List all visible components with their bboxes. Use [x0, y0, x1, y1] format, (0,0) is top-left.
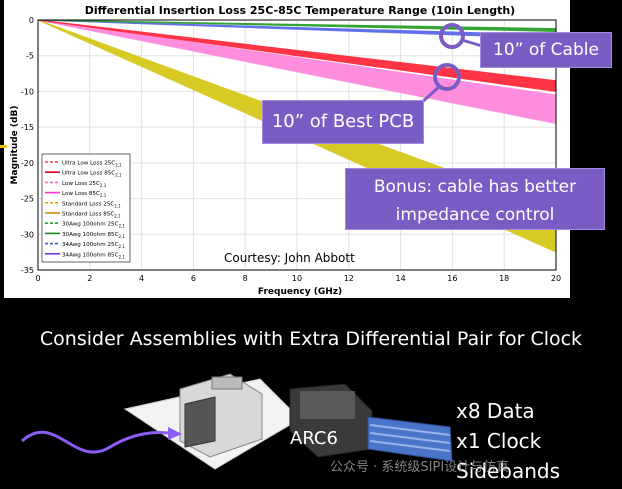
y-tick-label: -10 [21, 87, 34, 96]
legend-label: Ultra Low Loss 25C2,1 [62, 161, 122, 168]
pcb-callout: 10” of Best PCB [262, 100, 424, 144]
legend-label-subscript: 2,1 [115, 163, 122, 168]
legend-label-subscript: 2,1 [100, 193, 107, 198]
axes [37, 19, 557, 271]
y-tick-label: -25 [21, 195, 34, 204]
x-tick-label: 2 [87, 274, 92, 283]
legend-label-subscript: 2,1 [114, 214, 121, 219]
y-tick-label: -35 [21, 266, 34, 275]
signal-list-item: x1 Clock [456, 429, 542, 453]
connector-latch [211, 376, 243, 390]
bonus-callout: Bonus: cable has better impedance contro… [345, 168, 605, 230]
x-tick-label: 20 [551, 274, 561, 283]
signal-arrowhead-icon [168, 427, 182, 440]
left-edge-mark [0, 145, 6, 160]
x-tick-label: 6 [191, 274, 196, 283]
signal-list: x8 Data x1 Clock Sidebands [456, 396, 560, 486]
cable-callout-text: 10” of Cable [493, 40, 599, 60]
legend-label: Low Loss 25C2,1 [62, 181, 107, 188]
legend-label: 34Awg 100ohm 25C2,1 [62, 242, 125, 249]
x-tick-label: 14 [396, 274, 406, 283]
x-tick-label: 16 [447, 274, 457, 283]
x-tick-label: 12 [344, 274, 354, 283]
plot-frame [37, 19, 557, 271]
legend-label: 30Awg 100ohm 85C2,1 [62, 232, 125, 239]
legend-label-subscript: 2,1 [119, 224, 126, 229]
x-tick-label: 18 [499, 274, 509, 283]
assembly-illustration [20, 373, 453, 470]
x-axis-label: Frequency (GHz) [258, 287, 342, 297]
cable-callout: 10” of Cable [480, 32, 612, 68]
signal-wave-icon [20, 430, 169, 454]
signal-list-item: Sidebands [456, 459, 560, 483]
courtesy-annotation: Courtesy: John Abbott [224, 251, 355, 265]
legend-label-subscript: 2,1 [100, 183, 107, 188]
pcb-callout-text: 10” of Best PCB [271, 111, 415, 132]
legend-label: Standard Loss 85C2,1 [62, 212, 121, 219]
bonus-callout-text: Bonus: cable has better impedance contro… [373, 177, 577, 225]
watermark: 公众号 · 系统级SIPI设计与仿真 [330, 460, 510, 475]
ribbon-stripe [369, 424, 451, 436]
y-axis-label: Magnitude (dB) [10, 106, 20, 185]
chart-title: Differential Insertion Loss 25C-85C Temp… [85, 4, 515, 17]
y-tick-label: -30 [21, 230, 34, 239]
legend-label: Ultra Low Loss 85C2,1 [62, 171, 122, 178]
arc6-plug-top [300, 391, 355, 419]
x-tick-label: 4 [139, 274, 144, 283]
legend-label-subscript: 2,1 [119, 234, 126, 239]
y-tick-label: -15 [21, 123, 34, 132]
y-tick-label: -20 [21, 159, 34, 168]
x-tick-label: 0 [35, 274, 40, 283]
legend-label: 34Awg 100ohm 85C2,1 [62, 252, 125, 259]
signal-list-item: x8 Data [456, 399, 535, 423]
ribbon-stripe [369, 440, 451, 452]
legend-label-subscript: 2,1 [114, 203, 121, 208]
legend-label: 30Awg 100ohm 25C2,1 [62, 222, 125, 229]
legend-label: Standard Loss 25C2,1 [62, 201, 121, 208]
y-tick-labels: 0 -5 -10 -15 -20 -25 -30 -35 [21, 16, 34, 275]
ribbon-stripe [369, 432, 451, 444]
connector-face [184, 396, 216, 448]
legend-label-subscript: 2,1 [119, 244, 126, 249]
x-tick-labels: 0 2 4 6 8 10 12 14 16 18 20 [35, 274, 561, 283]
legend-label-subscript: 2,1 [115, 173, 122, 178]
arc6-label: ARC6 [290, 428, 338, 449]
x-tick-label: 10 [292, 274, 302, 283]
y-tick-label: 0 [29, 16, 34, 25]
legend-label: Low Loss 85C2,1 [62, 191, 107, 198]
bottom-title: Consider Assemblies with Extra Different… [39, 328, 583, 350]
legend-label-subscript: 2,1 [119, 254, 126, 259]
y-tick-label: -5 [26, 52, 34, 61]
x-tick-label: 8 [243, 274, 248, 283]
